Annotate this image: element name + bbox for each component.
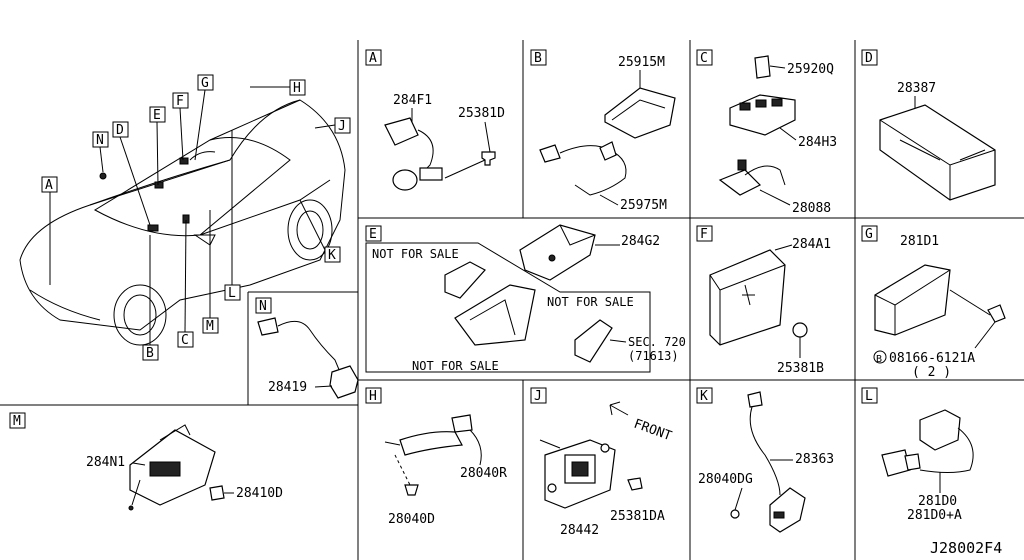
section-D: D 28387 [861, 49, 996, 201]
car-callout-D [112, 121, 129, 138]
part-284A1: 284A1 [792, 237, 831, 252]
car-callouts: A B C D E F G H J K L M N [41, 74, 351, 361]
part-25975M: 25975M [620, 198, 667, 213]
svg-text:M: M [13, 414, 21, 429]
svg-text:M: M [206, 319, 214, 334]
part-28410D: 28410D [236, 486, 283, 501]
svg-text:C: C [700, 51, 708, 66]
part-28363: 28363 [795, 452, 834, 467]
svg-text:J: J [338, 119, 346, 134]
section-A: A 284F1 25381D [365, 49, 505, 191]
diagram-id: J28002F4 [930, 539, 1002, 557]
car-callout-J [334, 117, 351, 134]
car-callout-K [324, 246, 341, 263]
car-callout-H [289, 79, 306, 96]
part-284N1: 284N1 [86, 455, 125, 470]
part-284G2: 284G2 [621, 234, 660, 249]
car-callout-A-label: A [45, 178, 53, 193]
callout-leaders [49, 86, 336, 345]
section-E: E NOT FOR SALE NOT FOR SALE NOT FOR SALE… [365, 224, 686, 373]
not-for-sale-3: NOT FOR SALE [412, 359, 499, 373]
svg-text:D: D [116, 123, 124, 138]
part-25381DA: 25381DA [610, 509, 665, 524]
bolt-qty: ( 2 ) [912, 365, 951, 380]
svg-text:E: E [369, 227, 377, 242]
car-callout-G [197, 74, 214, 91]
svg-text:G: G [865, 227, 873, 242]
part-284H3: 284H3 [798, 135, 837, 150]
svg-text:B: B [146, 346, 154, 361]
section-N: N 28419 [255, 297, 359, 399]
svg-text:G: G [201, 76, 209, 91]
svg-text:H: H [293, 81, 301, 96]
car-callout-B [142, 344, 159, 361]
svg-text:B: B [876, 354, 882, 365]
grid-lines [0, 40, 1024, 560]
front-label: FRONT [632, 417, 674, 445]
svg-text:N: N [259, 299, 267, 314]
section-L: L 281D0 281D0+A [861, 387, 974, 523]
car-callout-C [177, 331, 194, 348]
svg-text:L: L [228, 286, 236, 301]
svg-text:K: K [700, 389, 708, 404]
svg-text:F: F [700, 227, 708, 242]
svg-text:A: A [369, 51, 377, 66]
car-illustration [19, 99, 346, 346]
car-callout-E [149, 106, 166, 123]
part-284F1: 284F1 [393, 93, 432, 108]
svg-text:E: E [153, 108, 161, 123]
car-callout-A [41, 176, 58, 193]
section-G: G 281D1 B 08166-6121A ( 2 ) [861, 225, 1006, 380]
section-H: H 28040R 28040D [365, 387, 507, 527]
part-28419: 28419 [268, 380, 307, 395]
section-J: J FRONT 28442 25381DA [530, 387, 674, 538]
svg-text:N: N [96, 133, 104, 148]
svg-text:H: H [369, 389, 377, 404]
part-28387: 28387 [897, 81, 936, 96]
sec-720: SEC. 720 [628, 335, 686, 349]
part-281D0: 281D0 [918, 494, 957, 509]
car-callout-L [224, 284, 241, 301]
car-callout-N [92, 131, 109, 148]
section-F: F 284A1 25381B [696, 225, 831, 376]
section-C: C 25920Q 284H3 28088 [696, 49, 837, 216]
part-28088: 28088 [792, 201, 831, 216]
part-25381D: 25381D [458, 106, 505, 121]
part-281D1: 281D1 [900, 234, 939, 249]
part-28040DG: 28040DG [698, 472, 753, 487]
sec-71613: (71613) [628, 349, 679, 363]
car-callout-M [202, 317, 219, 334]
part-25915M: 25915M [618, 55, 665, 70]
part-281D0+A: 281D0+A [907, 508, 962, 523]
section-M: M 284N1 28410D [9, 412, 283, 511]
part-25381B: 25381B [777, 361, 824, 376]
svg-text:F: F [176, 94, 184, 109]
not-for-sale-2: NOT FOR SALE [547, 295, 634, 309]
svg-text:L: L [865, 389, 873, 404]
section-B: B 25915M 25975M [530, 49, 676, 213]
part-28442: 28442 [560, 523, 599, 538]
part-28040D: 28040D [388, 512, 435, 527]
svg-text:K: K [328, 248, 336, 263]
svg-text:B: B [534, 51, 542, 66]
part-25920Q: 25920Q [787, 62, 834, 77]
section-K: K 28363 28040DG [696, 387, 834, 533]
svg-text:J: J [534, 389, 542, 404]
car-callout-F [172, 92, 189, 109]
not-for-sale-1: NOT FOR SALE [372, 247, 459, 261]
bolt-08166-6121A: 08166-6121A [889, 351, 975, 366]
svg-text:C: C [181, 333, 189, 348]
part-28040R: 28040R [460, 466, 507, 481]
svg-text:D: D [865, 51, 873, 66]
